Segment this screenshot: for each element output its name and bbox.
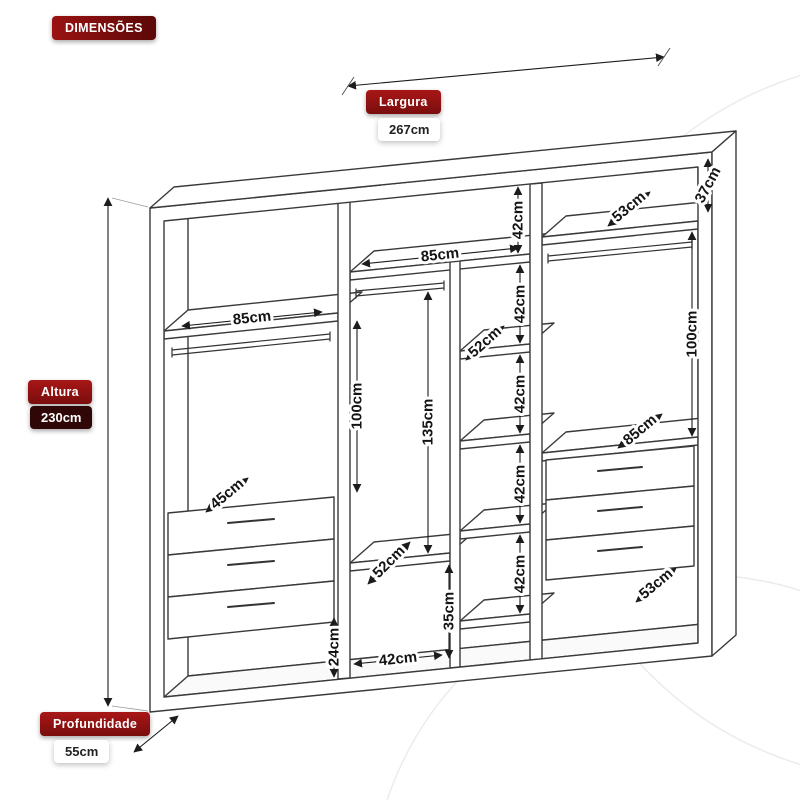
drawer-handle bbox=[597, 466, 643, 472]
dim-line bbox=[367, 541, 411, 585]
dim-line bbox=[361, 244, 519, 268]
right-drawer-unit bbox=[545, 445, 695, 581]
drawer bbox=[545, 525, 695, 581]
dim-line bbox=[465, 325, 505, 361]
dimension-lines bbox=[103, 47, 713, 753]
dim-label-left-hang-height: 100cm bbox=[349, 383, 366, 430]
width-dim-ticks bbox=[341, 47, 671, 96]
dim-label-stack-gap-3: 42cm bbox=[512, 465, 529, 503]
divider-left-center bbox=[337, 201, 351, 680]
dim-line bbox=[205, 477, 249, 513]
dim-line bbox=[617, 413, 663, 449]
drawer-handle bbox=[227, 560, 275, 566]
left-drawer-unit bbox=[167, 496, 335, 640]
dim-line bbox=[353, 651, 443, 668]
right-hanging-rod bbox=[547, 239, 693, 264]
dim-label-stack-gap-4: 42cm bbox=[512, 555, 529, 593]
drawer-handle bbox=[227, 602, 275, 608]
right-section bbox=[541, 199, 723, 581]
depth-dim-line bbox=[133, 715, 179, 753]
height-dim-ticks bbox=[111, 197, 149, 712]
dim-line bbox=[607, 191, 651, 227]
dim-line bbox=[635, 567, 677, 603]
depth-value: 55cm bbox=[54, 740, 110, 763]
height-badge: Altura bbox=[28, 380, 92, 404]
drawer-handle bbox=[597, 546, 643, 552]
divider-center-right bbox=[529, 182, 543, 661]
left-hanging-rod bbox=[171, 331, 331, 358]
dim-label-center-hang-height: 135cm bbox=[420, 399, 437, 446]
dim-label-top-center-height: 42cm bbox=[510, 201, 527, 239]
width-value: 267cm bbox=[378, 118, 441, 141]
drawer-handle bbox=[597, 506, 643, 512]
dimensions-title-badge: DIMENSÕES bbox=[52, 16, 156, 40]
height-value: 230cm bbox=[30, 406, 93, 429]
dim-line bbox=[181, 308, 323, 330]
width-dim-line bbox=[347, 53, 665, 90]
drawer-handle bbox=[227, 518, 275, 524]
width-badge: Largura bbox=[366, 90, 441, 114]
right-outer-panel bbox=[711, 130, 737, 657]
dim-label-left-bottom-height: 24cm bbox=[326, 628, 343, 666]
center-hanging-rod bbox=[355, 280, 445, 299]
dim-label-stack-gap-1: 42cm bbox=[512, 285, 529, 323]
dim-label-center-bottom-height: 35cm bbox=[441, 592, 458, 630]
depth-badge: Profundidade bbox=[40, 712, 151, 736]
dim-label-stack-gap-2: 42cm bbox=[512, 375, 529, 413]
dim-label-right-hang-height: 100cm bbox=[684, 311, 701, 358]
